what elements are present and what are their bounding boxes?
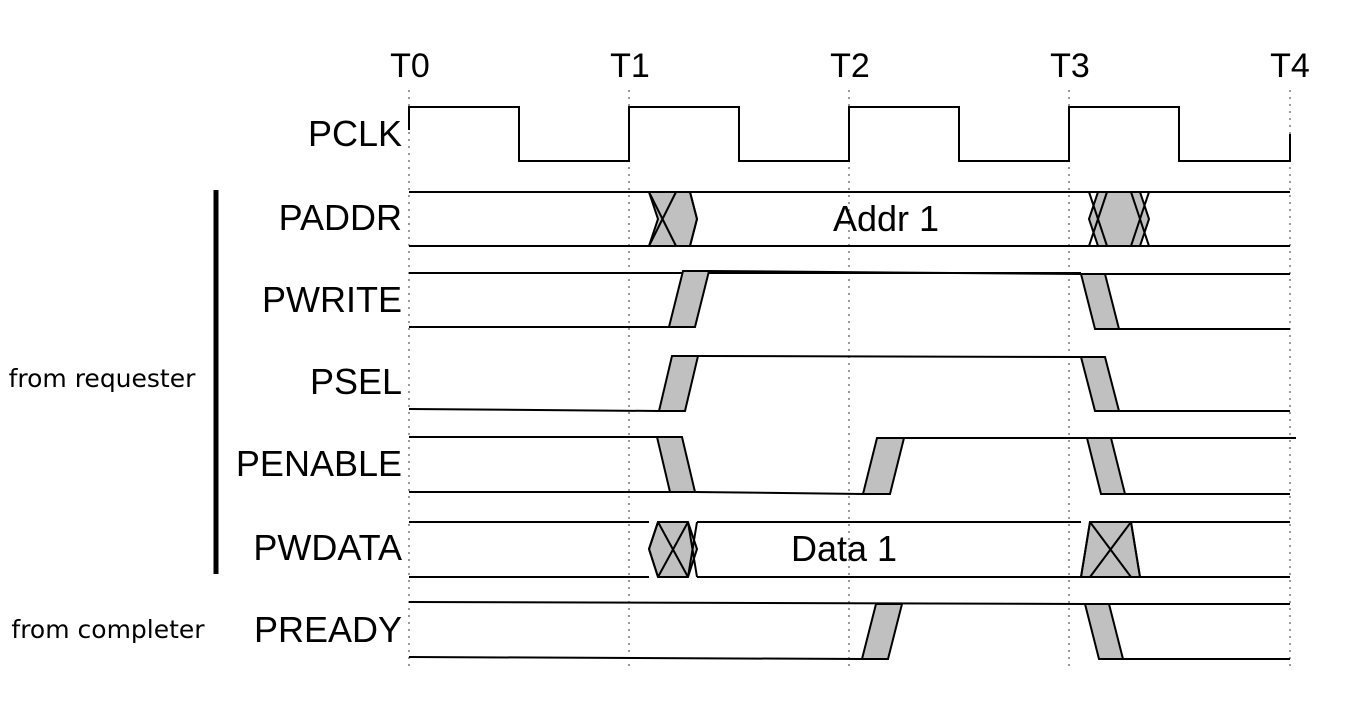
time-marker-t0: T0 — [390, 47, 430, 85]
signal-labels: PCLK PADDR PWRITE PSEL PENABLE PWDATA PR… — [236, 113, 402, 650]
group-label-requester: from requester — [9, 364, 197, 393]
waveform-pwrite — [409, 270, 1290, 330]
signal-label-psel: PSEL — [310, 361, 402, 402]
penable-transition-t1 — [655, 436, 697, 493]
waveform-pclk — [408, 106, 1291, 162]
signal-label-pclk: PCLK — [308, 113, 402, 154]
psel-transition-t3 — [1079, 356, 1121, 412]
penable-transition-t2 — [861, 437, 906, 495]
waveform-psel — [408, 355, 1290, 412]
pready-transition-t2 — [860, 603, 904, 660]
waveform-pwdata: Data 1 — [409, 521, 1290, 578]
group-label-completer: from completer — [11, 615, 205, 644]
signal-label-pready: PREADY — [254, 609, 402, 650]
waveform-penable — [409, 436, 1296, 495]
signal-label-paddr: PADDR — [279, 197, 402, 238]
waveform-pready — [408, 601, 1290, 660]
signal-label-pwrite: PWRITE — [262, 279, 402, 320]
time-grid — [408, 90, 1291, 670]
time-marker-t4: T4 — [1270, 47, 1310, 85]
time-markers: T0 T1 T2 T3 T4 — [390, 47, 1310, 85]
signal-label-penable: PENABLE — [236, 443, 402, 484]
signal-label-pwdata: PWDATA — [253, 527, 402, 568]
psel-transition-t1 — [657, 355, 700, 412]
paddr-bus-value: Addr 1 — [833, 198, 939, 239]
time-marker-t1: T1 — [610, 47, 650, 85]
pwrite-transition-t3 — [1079, 273, 1121, 330]
pwrite-transition-t1 — [667, 270, 711, 328]
waveform-paddr: Addr 1 — [409, 191, 1290, 247]
time-marker-t3: T3 — [1050, 47, 1090, 85]
pready-transition-t3 — [1083, 603, 1125, 660]
penable-transition-t3 — [1085, 437, 1127, 495]
time-marker-t2: T2 — [830, 47, 870, 85]
pwdata-bus-value: Data 1 — [791, 528, 897, 569]
